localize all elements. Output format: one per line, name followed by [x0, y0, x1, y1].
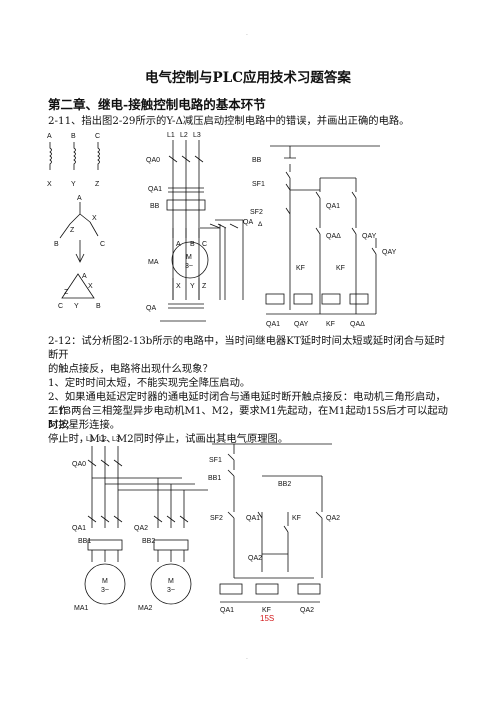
- fig1-motor-3ph: 3~: [185, 263, 193, 270]
- page-title: 电气控制与PLC应用技术习题答案: [145, 70, 351, 86]
- fig1-terminal-b: B: [190, 241, 195, 248]
- ctrl-qay: QAY: [362, 233, 377, 240]
- delta-b: B: [96, 303, 101, 310]
- winding-c: C: [95, 133, 100, 140]
- q2-12-line-1: 2-12：试分析图2-13b所示的电路中，当时间继电器KT延时时间太短或延时闭合…: [48, 335, 445, 361]
- fig2-delay-label: 15S: [260, 614, 274, 622]
- delta-c: C: [58, 303, 63, 310]
- question-2-13: 2-13两台三相笼型异步电动机M1、M2，要求M1先起动，在M1起动15S后才可…: [48, 404, 452, 446]
- delta-a: A: [82, 273, 87, 280]
- winding-x: X: [47, 181, 52, 188]
- coil-label-3: KF: [326, 321, 335, 328]
- coil-label-2: QAY: [294, 321, 309, 328]
- fig2-m2: M: [168, 578, 174, 585]
- fig1-terminal-z: Z: [202, 283, 207, 290]
- q2-13-line-1: 2-13两台三相笼型异步电动机M1、M2，要求M1先起动，在M1起动15S后才可…: [48, 405, 448, 431]
- fig1-l1: L1: [167, 132, 175, 139]
- fig1-qa0: QA0: [146, 157, 160, 164]
- fig2-ctrl-kf: KF: [292, 515, 301, 522]
- fig2-bb1: BB1: [78, 538, 91, 545]
- fig2-m1: M: [102, 578, 108, 585]
- fig1-l2: L2: [180, 132, 188, 139]
- question-2-12: 2-12：试分析图2-13b所示的电路中，当时间继电器KT延时时间太短或延时闭合…: [48, 334, 452, 432]
- star-a: A: [77, 195, 82, 202]
- fig2-l2: L2: [99, 436, 107, 443]
- fig1-qad-main: QA: [243, 219, 253, 226]
- fig2-ctrl-bb1: BB1: [208, 475, 221, 482]
- q2-12-line-3: 1、定时时间太短，不能实现完全降压启动。: [48, 377, 251, 389]
- fig2-qa0: QA0: [72, 461, 86, 468]
- fig1-terminal-y: Y: [190, 283, 195, 290]
- fig2-qa2: QA2: [134, 525, 148, 532]
- ctrl-qa1: QA1: [326, 203, 340, 210]
- fig2-ctrl-qa2b: QA2: [248, 555, 262, 562]
- fig2-coil-1: QA1: [220, 607, 234, 614]
- star-x: X: [92, 215, 97, 222]
- fig2-l1: L1: [86, 436, 94, 443]
- q2-12-line-5: 时按星形连接。: [48, 419, 121, 431]
- fig2-ma1: MA1: [74, 605, 89, 612]
- winding-a: A: [47, 133, 52, 140]
- q2-12-line-2: 的触点接反，电路将出现什么现象？: [48, 363, 213, 375]
- q2-12-line-4: 2、如果通电延迟定时器的通电延时闭合与通电延时断开触点接反：电动机三角形启动，工…: [48, 391, 446, 417]
- fig2-l3: L3: [112, 436, 120, 443]
- delta-y: Y: [74, 303, 79, 310]
- fig1-qa1: QA1: [148, 186, 162, 193]
- fig2-ctrl-qa1: QA1: [246, 515, 260, 522]
- ctrl-sf1: SF1: [252, 181, 265, 188]
- chapter-heading: 第二章、继电-接触控制电路的基本环节: [48, 97, 266, 112]
- fig1-motor-m: M: [186, 254, 192, 261]
- star-z: Z: [70, 227, 75, 234]
- fig2-ctrl-sf2: SF2: [210, 515, 223, 522]
- figure-2-13-circuit: L1 L2 L3 QA0 QA1 QA2 BB1 BB2 M 3~ M 3~ M…: [72, 436, 340, 622]
- fig1-terminal-c: C: [202, 241, 207, 248]
- coil-label-4: QAΔ: [350, 321, 365, 328]
- fig1-qay-main: QA: [146, 305, 156, 312]
- footer-dot: .: [246, 654, 248, 661]
- star-b: B: [54, 241, 59, 248]
- fig1-bb: BB: [150, 203, 160, 210]
- fig1-terminal-x: X: [176, 283, 181, 290]
- fig1-l3: L3: [193, 132, 201, 139]
- ctrl-kf2: KF: [336, 265, 345, 272]
- coil-label-1: QA1: [266, 321, 280, 328]
- ctrl-qay-2: QAY: [382, 249, 397, 256]
- q2-13-line-2: 停止时，M1、M2同时停止，试画出其电气原理图。: [48, 433, 289, 445]
- star-c: C: [100, 241, 105, 248]
- fig2-coil-3: QA2: [300, 607, 314, 614]
- ctrl-bb: BB: [252, 157, 262, 164]
- fig2-qa1: QA1: [72, 525, 86, 532]
- winding-y: Y: [71, 181, 76, 188]
- delta-z: Z: [64, 289, 69, 296]
- fig2-ctrl-sf1: SF1: [209, 457, 222, 464]
- fig2-ma2: MA2: [138, 605, 153, 612]
- header-dot: .: [246, 30, 248, 37]
- ctrl-sf2: SF2: [250, 209, 263, 216]
- fig1-ma: MA: [148, 259, 159, 266]
- question-2-11: 2-11、指出图2-29所示的Y-Δ减压启动控制电路中的错误，并画出正确的电路。: [48, 115, 410, 127]
- fig1-qad-main-sub: Δ: [258, 221, 263, 228]
- fig2-ctrl-bb2: BB2: [278, 481, 291, 488]
- fig2-m2-3ph: 3~: [167, 587, 175, 594]
- fig2-coil-2: KF: [262, 607, 271, 614]
- figure-2-11-circuit: A B C X Y Z A X Z B C A Z X C Y B L1 L2 …: [47, 132, 397, 328]
- ctrl-qad: QAΔ: [326, 233, 341, 240]
- winding-z: Z: [95, 181, 100, 188]
- winding-b: B: [71, 133, 76, 140]
- fig2-bb2: BB2: [142, 538, 155, 545]
- fig2-m1-3ph: 3~: [101, 587, 109, 594]
- delta-x: X: [88, 283, 93, 290]
- fig2-ctrl-qa2: QA2: [326, 515, 340, 522]
- fig1-terminal-a: A: [176, 241, 181, 248]
- ctrl-kf1: KF: [296, 265, 305, 272]
